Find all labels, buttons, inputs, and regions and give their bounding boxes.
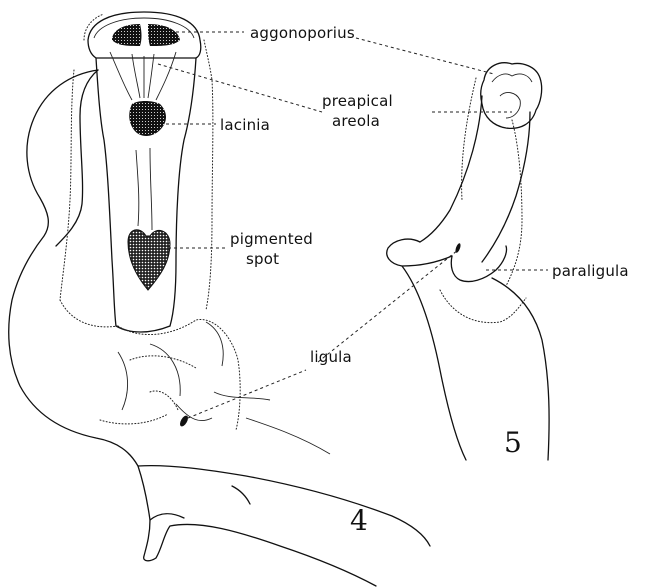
fig5-left-lobe [387, 239, 452, 266]
fig4-areola-lines [110, 52, 176, 100]
fig5-dotted-column [462, 78, 522, 286]
fig4-lacinia [129, 101, 166, 136]
fig4-dotted-lower [60, 300, 240, 430]
fig4-dotted-folds [100, 356, 196, 424]
label-areola: areola [332, 112, 380, 130]
fig4-left-lobe [56, 70, 98, 246]
fig4-dotted-left [60, 70, 74, 300]
label-spot: spot [246, 250, 279, 268]
fig5-dotted-inner [440, 290, 526, 323]
leader-preapical-4 [158, 64, 322, 112]
fig4-apex-inner [94, 18, 194, 38]
leader-ligula-5 [318, 250, 458, 362]
leader-aggonoporius-5 [356, 38, 494, 74]
fig4-outer-contour [9, 70, 376, 586]
fig5-apex-detail [492, 74, 532, 118]
label-lacinia: lacinia [220, 116, 270, 134]
fig4-basal-tube [138, 466, 430, 546]
fig4-aggonoporius-right [148, 24, 180, 46]
fig4-aggonoporius-left [112, 24, 142, 46]
leader-lines [158, 32, 548, 418]
figure-number-5: 5 [504, 426, 522, 459]
fig5-column-right [482, 112, 530, 262]
labels: aggonoporius preapical areola lacinia pi… [220, 24, 629, 537]
figure-5-drawing [387, 63, 549, 460]
figure-number-4: 4 [350, 504, 368, 537]
leader-ligula-4 [188, 370, 306, 418]
fig4-pigmented-spot [128, 230, 170, 290]
fig5-column-left [420, 96, 482, 242]
label-aggonoporius: aggonoporius [250, 24, 355, 42]
fig4-ligula [178, 414, 189, 427]
label-ligula: ligula [310, 348, 352, 366]
fig4-shaft-left [96, 58, 116, 326]
fig5-stalk-left [402, 266, 466, 460]
fig4-shaft-right [170, 58, 196, 326]
label-pigmented: pigmented [230, 230, 313, 248]
fig5-paraligula [451, 246, 506, 282]
fig4-fold-lines [118, 322, 330, 454]
label-paraligula: paraligula [552, 262, 629, 280]
fig4-apex-outer [88, 12, 201, 58]
label-preapical: preapical [322, 92, 393, 110]
fig4-shaft-groove [136, 148, 152, 230]
